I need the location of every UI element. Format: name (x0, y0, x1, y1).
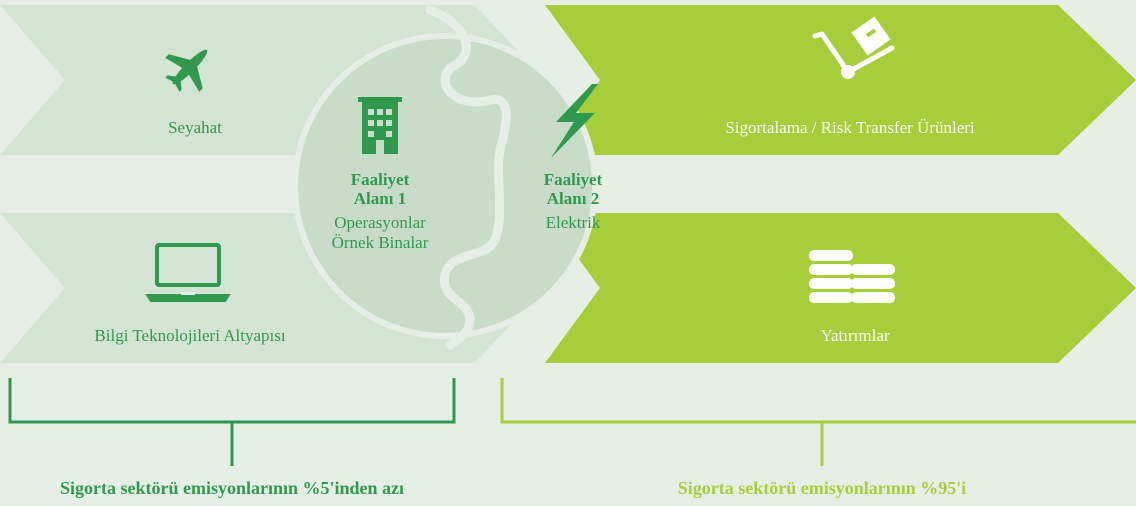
activity-1-sub-line1: Operasyonlar (334, 213, 426, 232)
hand-truck-icon (812, 16, 895, 79)
footer-right-caption: Sigorta sektörü emisyonlarının %95'i (677, 478, 967, 498)
building-icon (358, 97, 402, 154)
activity-1-title-line2: Alanı 1 (353, 189, 407, 208)
activity-area-2: Faaliyet Alanı 2 Elektrik (503, 170, 643, 233)
activity-1-sub-line2: Örnek Binalar (331, 233, 429, 252)
activity-2-title-line2: Alanı 2 (546, 189, 600, 208)
label-insurance-products: Sigortalama / Risk Transfer Ürünleri (725, 118, 975, 137)
activity-2-sub-line1: Elektrik (545, 213, 601, 232)
activity-area-1: Faaliyet Alanı 1 Operasyonlar Örnek Bina… (310, 170, 450, 253)
laptop-icon (145, 243, 231, 302)
label-it-infrastructure: Bilgi Teknolojileri Altyapısı (94, 326, 286, 345)
airplane-icon (165, 49, 208, 92)
activity-2-title-line1: Faaliyet (543, 170, 603, 189)
activity-1-title-line1: Faaliyet (350, 170, 410, 189)
right-bracket (500, 378, 1136, 466)
label-investments: Yatırımlar (820, 326, 890, 345)
puzzle-divider (425, 5, 511, 350)
coins-stack-icon (809, 250, 895, 303)
lightning-icon (551, 84, 598, 158)
left-bracket (8, 378, 456, 466)
label-travel: Seyahat (168, 118, 222, 137)
footer-left-caption: Sigorta sektörü emisyonlarının %5'inden … (59, 478, 405, 498)
right-chevron-insurance (545, 5, 1136, 155)
